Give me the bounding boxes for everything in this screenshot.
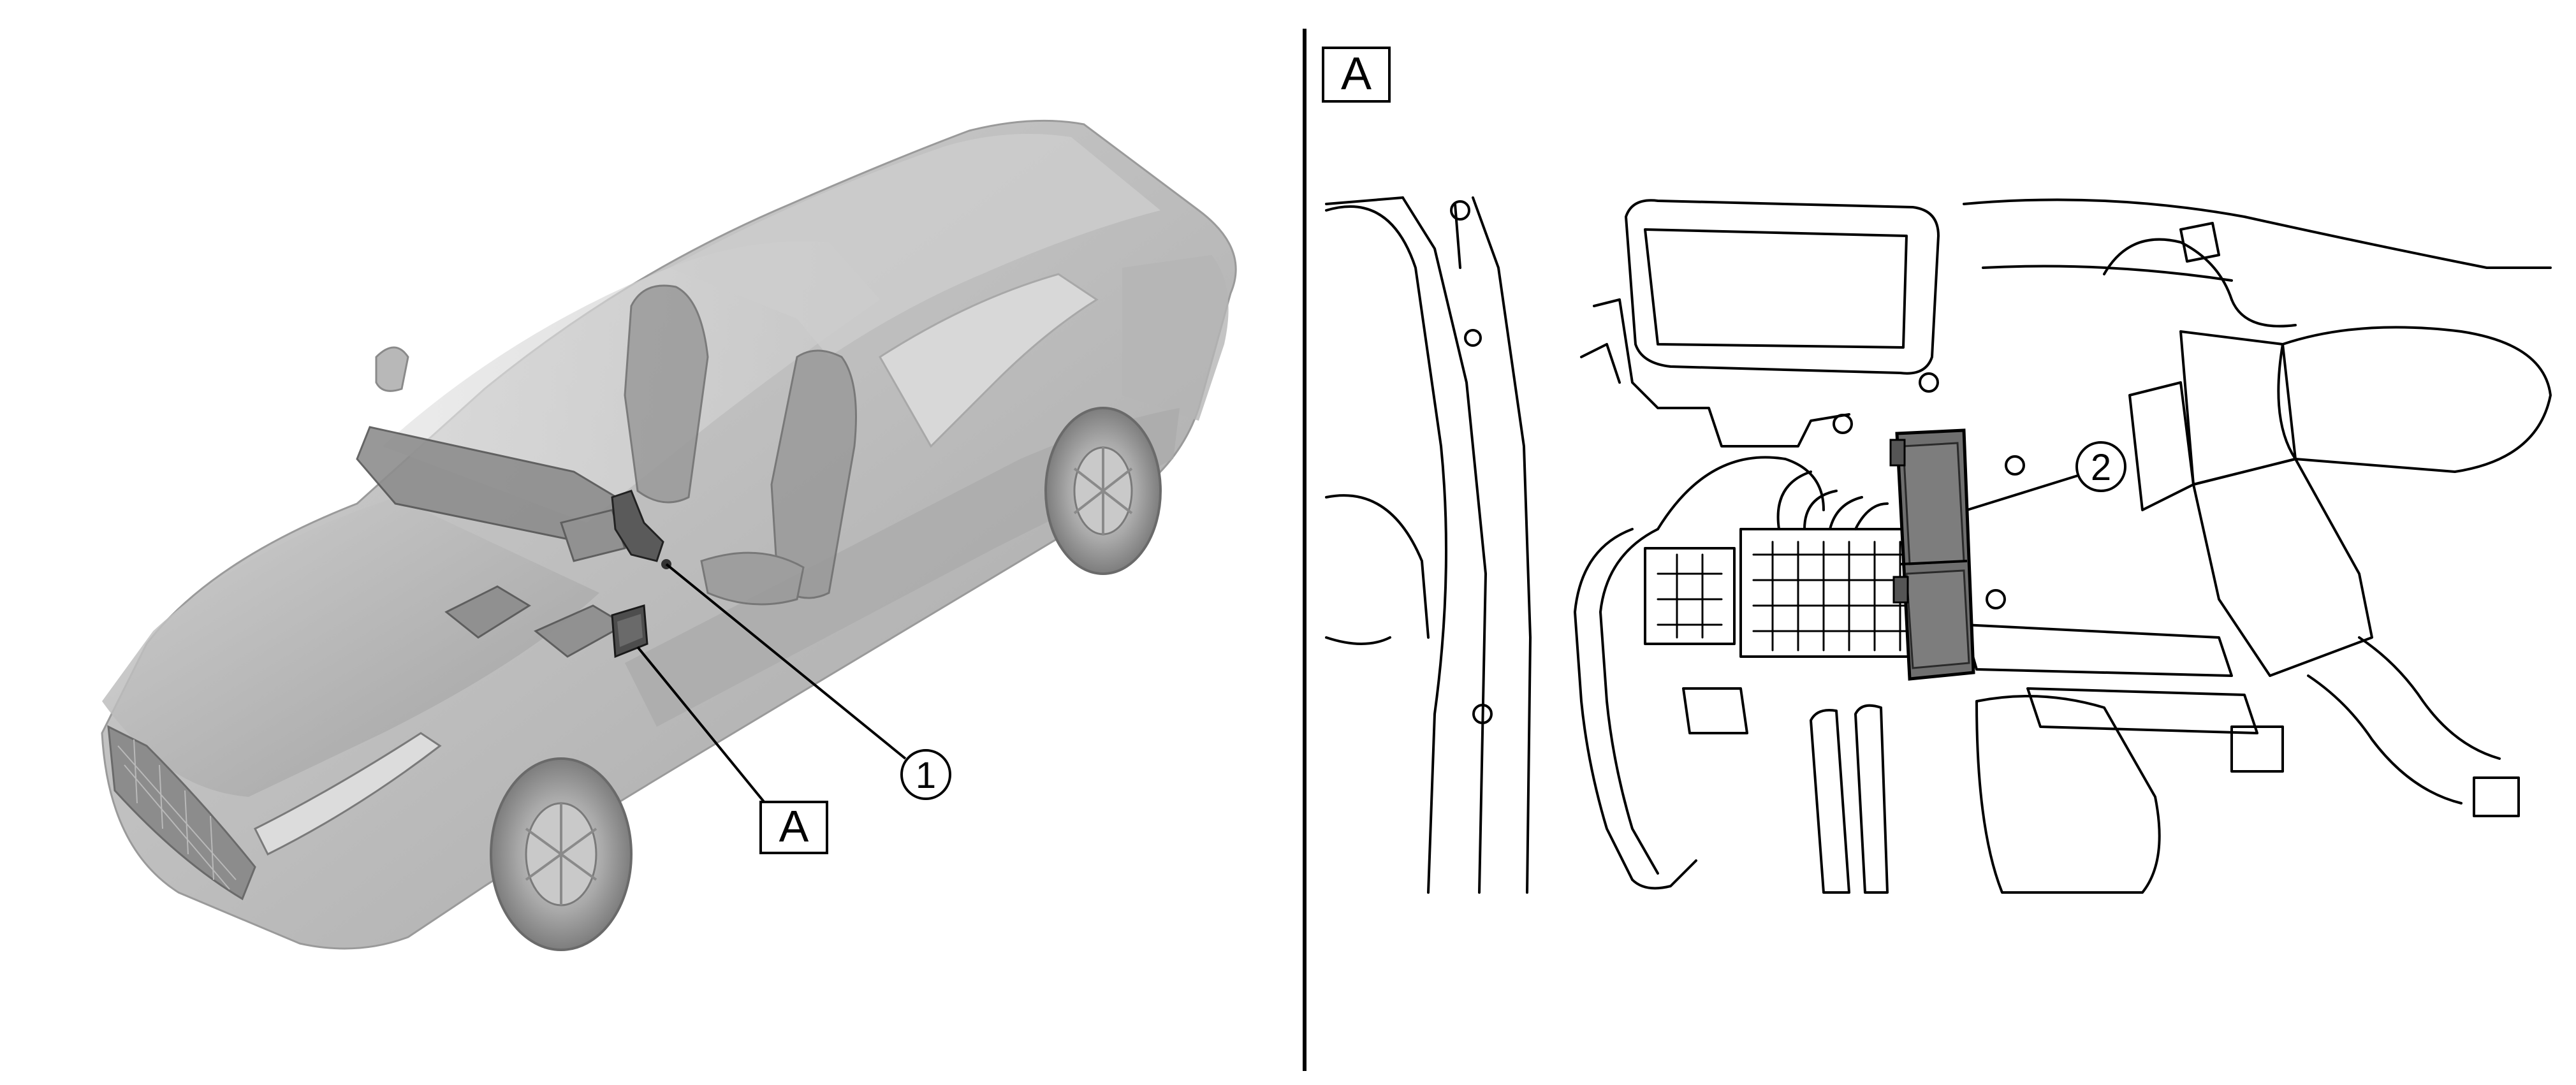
leader-line-a: [636, 646, 766, 805]
view-label-a-left-text: A: [779, 801, 809, 851]
cross-car-beam-2: [2026, 687, 2258, 734]
pillar-bolt-line: [1454, 203, 1461, 269]
harness-left: [1574, 528, 1634, 881]
harness-lower-right-2: [2358, 636, 2501, 760]
harness-lower-right: [2307, 674, 2463, 805]
component-a-module: [611, 604, 648, 659]
vehicle-side-lower: [625, 408, 1180, 727]
grille-pattern: [117, 739, 237, 890]
vehicle-grille: [107, 725, 256, 901]
bracket-bolt-1: [1833, 414, 1853, 434]
view-label-a-left: A: [759, 801, 828, 854]
harness-top-loop: [1657, 456, 1825, 530]
a-pillar: [1325, 205, 1447, 894]
rear-wheel-spokes: [1073, 446, 1133, 535]
pillar-bolt-2: [1464, 329, 1482, 347]
front-wheel-spokes: [525, 803, 597, 905]
bracket-bolt-3: [1986, 589, 2006, 609]
connector-left-pins: [1657, 553, 1723, 639]
display-housing-inner: [1644, 228, 1908, 349]
connector-top-right: [2179, 222, 2220, 263]
driver-seat: [624, 284, 709, 504]
callout-2: 2: [2075, 441, 2126, 492]
steering-column-detail: [2277, 326, 2552, 473]
column-bracket: [2128, 381, 2195, 511]
vehicle-mirror: [375, 346, 409, 392]
pedal-2: [1854, 704, 1889, 894]
kick-panel-inner: [1472, 196, 1532, 894]
vehicle-roof: [670, 134, 1160, 357]
leader-line-2: [1966, 474, 2081, 511]
vehicle-headlight: [253, 732, 442, 856]
callout-1-number: 1: [916, 755, 936, 796]
leader-line-1: [665, 563, 907, 760]
view-label-a-right-text: A: [1341, 48, 1372, 99]
component-1: [611, 490, 671, 569]
lower-harness: [1631, 859, 1697, 890]
harness-right: [2103, 238, 2233, 301]
vehicle-illustration: [101, 119, 1237, 951]
column-lower: [2192, 458, 2373, 677]
knee-bolster: [1975, 695, 2161, 894]
bracket-bolt-2: [2005, 455, 2025, 476]
steering-column: [560, 509, 626, 562]
dashboard-assembly: [356, 426, 640, 658]
door-edge: [1325, 494, 1430, 639]
harness-left-2: [1599, 528, 1659, 875]
vehicle-rear: [1122, 255, 1229, 421]
dash-left-curve: [1325, 196, 1404, 205]
center-bracket: [1593, 298, 1850, 448]
cross-car-beam: [1963, 623, 2233, 677]
vehicle-side-window: [878, 273, 1099, 448]
dash-top-right: [1963, 198, 2552, 269]
display-housing: [1625, 199, 1940, 375]
kick-panel: [1401, 196, 1487, 894]
component-2-module: [1889, 428, 1975, 681]
connector-lower-right: [2473, 776, 2520, 817]
connector-left: [1644, 547, 1736, 645]
dash-top-right-2: [1982, 265, 2233, 282]
block-wires: [1776, 470, 1889, 530]
seat-cushion: [700, 551, 805, 606]
floor-duct: [444, 585, 531, 639]
callout-1: 1: [900, 749, 951, 800]
center-bracket-2: [1580, 343, 1621, 384]
harness-right-2: [2230, 298, 2297, 328]
connector-lower-mid: [2230, 725, 2284, 773]
callout-2-number: 2: [2091, 447, 2111, 488]
pillar-bolt-1: [1450, 200, 1470, 221]
view-label-a-right: A: [1322, 47, 1391, 103]
pedal-1: [1810, 709, 1850, 894]
bracket-bolt-4: [1919, 372, 1939, 393]
floor-bracket: [1682, 687, 1748, 734]
vehicle-seats: [624, 284, 857, 606]
dash-bottom-edge: [1325, 636, 1391, 645]
pillar-bolt-3: [1472, 704, 1493, 724]
junction-block-grid: [1752, 541, 1914, 652]
vehicle-hood: [102, 497, 599, 797]
